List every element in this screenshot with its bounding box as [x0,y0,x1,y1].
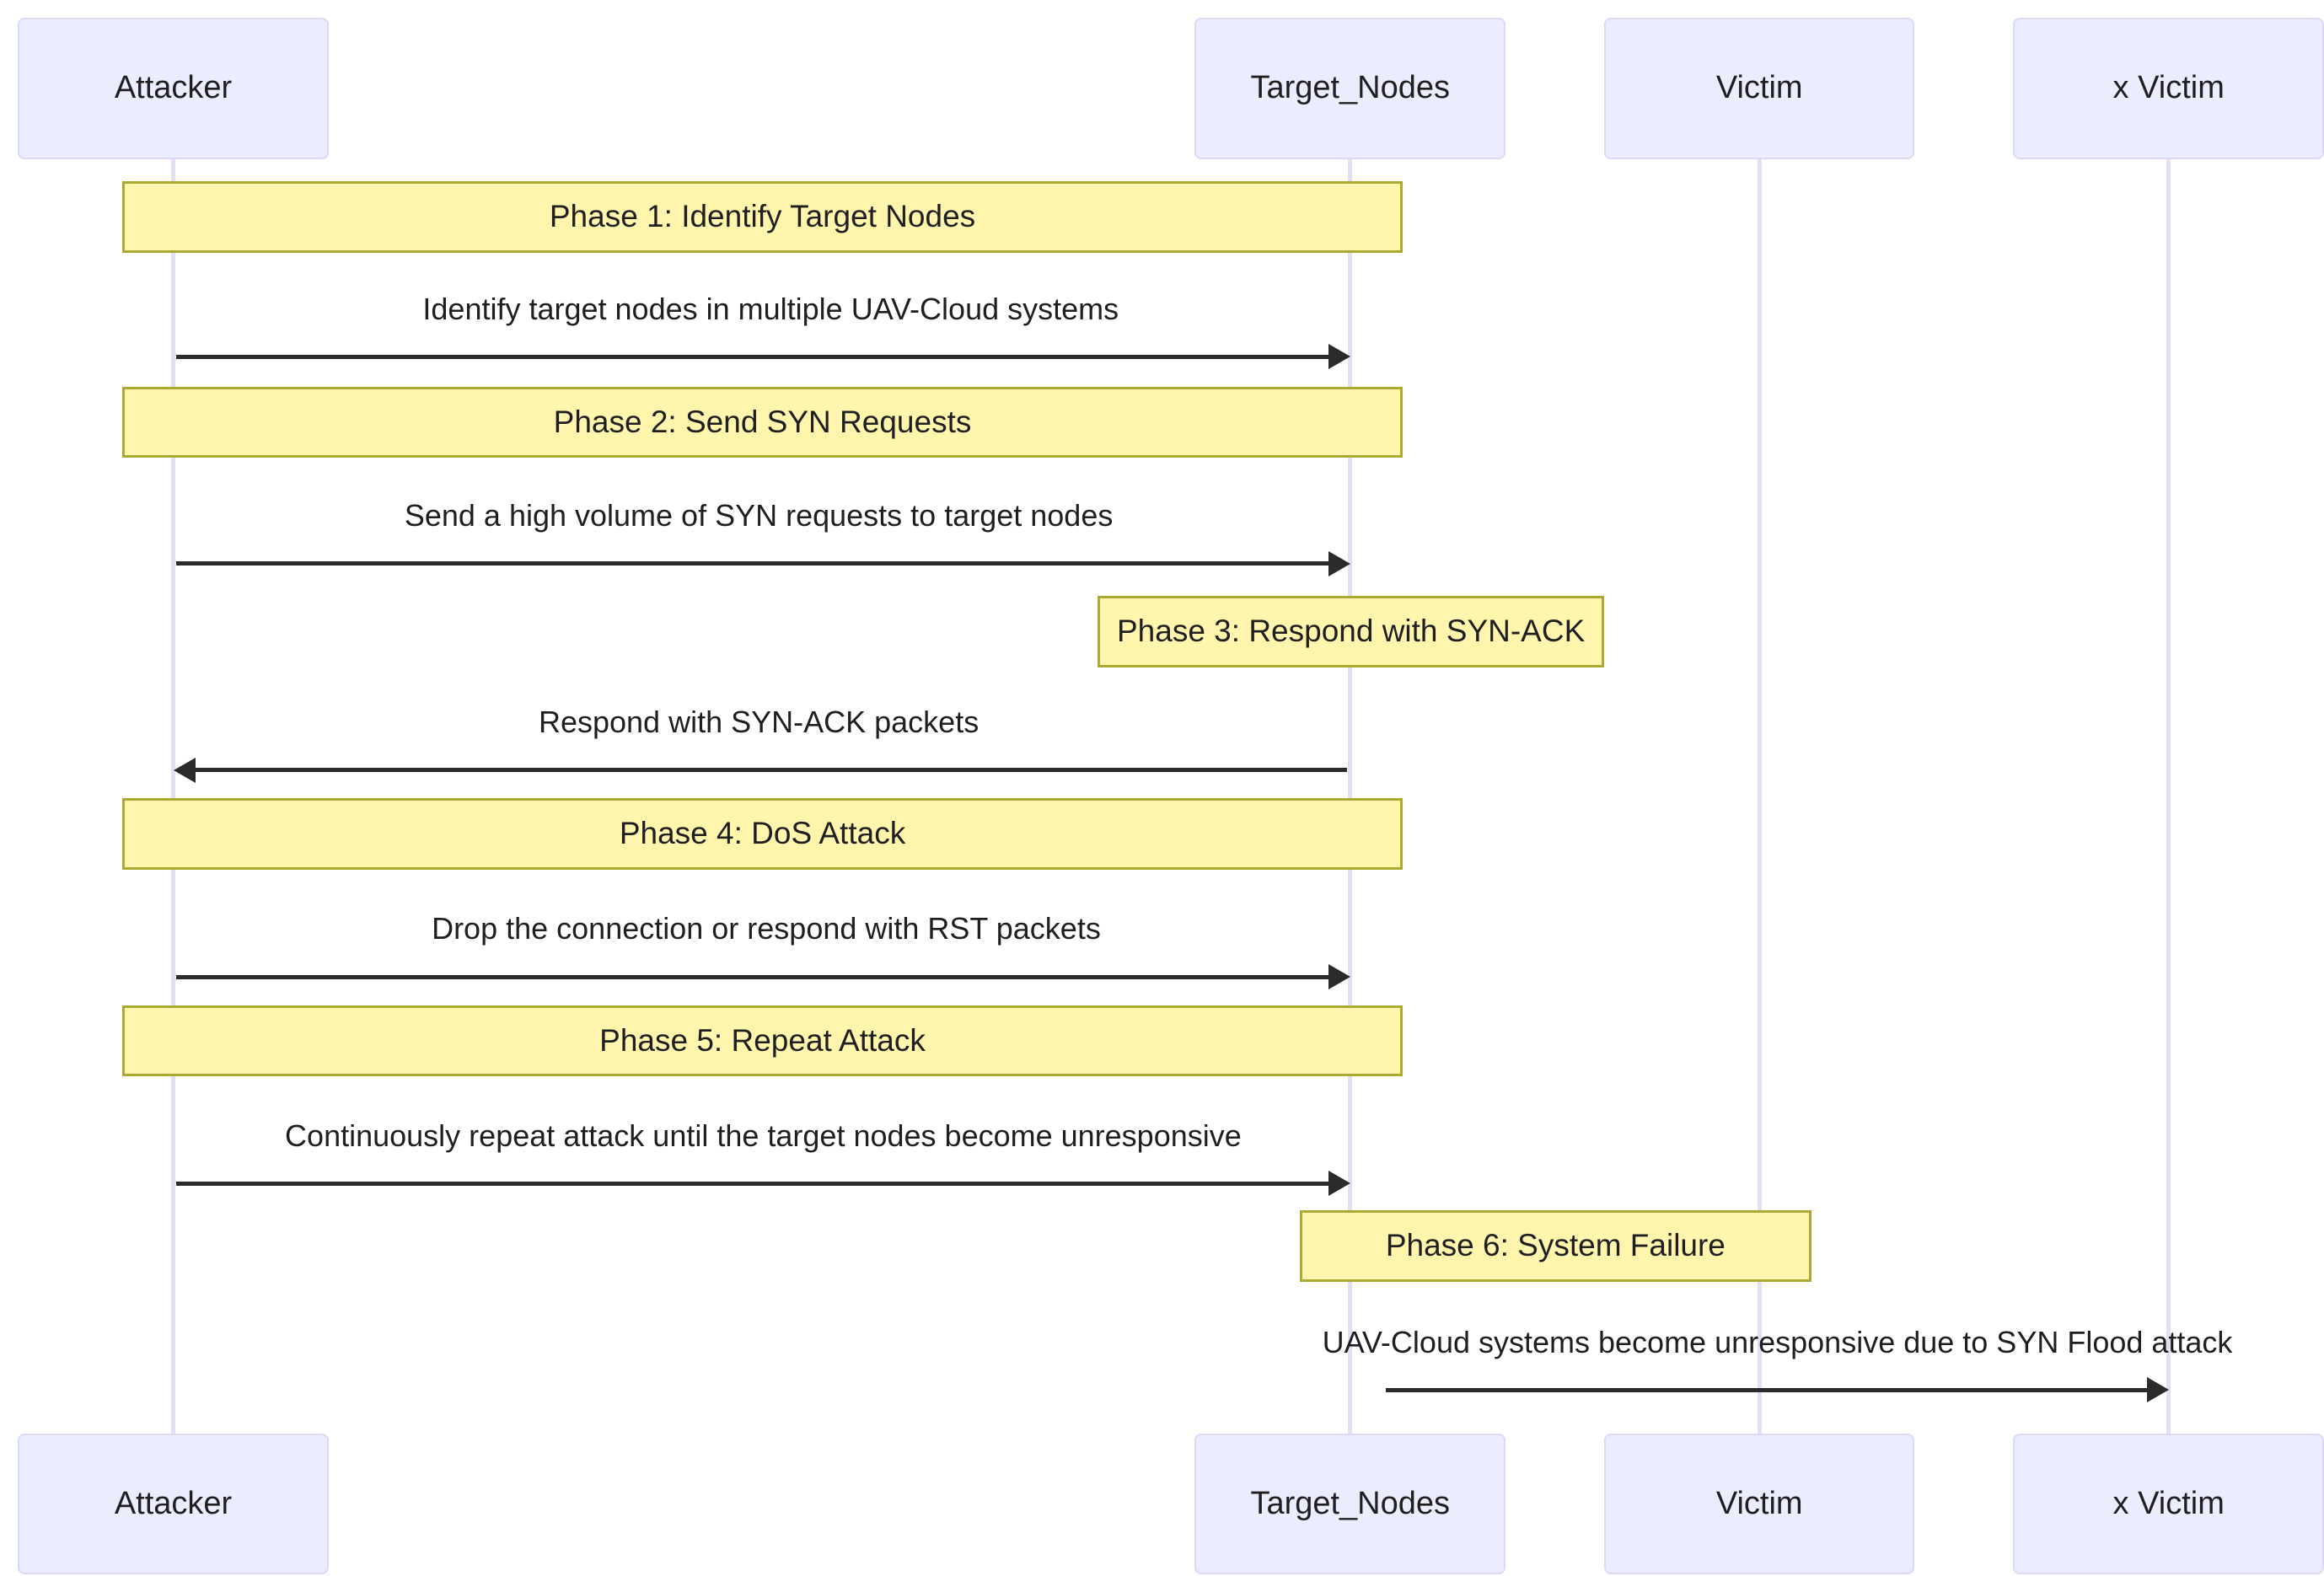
actor-label-attacker: Attacker [114,70,233,106]
message-label-msg-2: Send a high volume of SYN requests to ta… [404,497,1114,533]
actor-label-attacker: Attacker [114,1485,233,1521]
actor-label-victim: Victim [1715,1485,1803,1521]
note-phase-3[interactable]: Phase 3: Respond with SYN-ACK [1098,596,1604,668]
arrowhead-right-msg-1 [1328,344,1350,370]
note-phase-4[interactable]: Phase 4: DoS Attack [122,798,1403,871]
message-line-msg-6 [1386,1387,2147,1392]
actor-box-attacker-bottom[interactable]: Attacker [18,1433,329,1575]
message-line-msg-1 [176,354,1328,359]
actor-box-x_victim-bottom[interactable]: x Victim [2013,1433,2324,1575]
message-label-msg-3: Respond with SYN-ACK packets [538,705,980,740]
note-phase-1[interactable]: Phase 1: Identify Target Nodes [122,181,1403,253]
message-line-msg-5 [176,1181,1328,1186]
message-label-msg-5: Continuously repeat attack until the tar… [285,1118,1242,1153]
arrowhead-right-msg-2 [1328,550,1350,576]
actor-box-x_victim-top[interactable]: x Victim [2013,18,2324,159]
arrowhead-right-msg-4 [1328,964,1350,990]
actor-label-target_nodes: Target_Nodes [1250,1485,1451,1521]
message-line-msg-4 [176,974,1328,979]
lifeline-x_victim [2166,158,2171,1434]
arrowhead-left-msg-3 [173,757,196,783]
lifeline-attacker [170,158,175,1434]
note-label-phase-1: Phase 1: Identify Target Nodes [549,199,976,234]
actor-label-x_victim: x Victim [2112,1485,2225,1521]
note-phase-2[interactable]: Phase 2: Send SYN Requests [122,386,1403,458]
actor-box-victim-bottom[interactable]: Victim [1603,1433,1915,1575]
note-label-phase-2: Phase 2: Send SYN Requests [553,404,972,439]
actor-box-target_nodes-top[interactable]: Target_Nodes [1194,18,1506,159]
lifeline-victim [1757,158,1762,1434]
actor-box-victim-top[interactable]: Victim [1603,18,1915,159]
message-line-msg-2 [176,561,1328,566]
actor-box-target_nodes-bottom[interactable]: Target_Nodes [1194,1433,1506,1575]
note-label-phase-6: Phase 6: System Failure [1385,1228,1726,1263]
message-label-msg-6: UAV-Cloud systems become unresponsive du… [1322,1324,2233,1359]
actor-box-attacker-top[interactable]: Attacker [18,18,329,159]
message-label-msg-1: Identify target nodes in multiple UAV-Cl… [422,291,1119,326]
lifeline-target_nodes [1348,158,1353,1434]
actor-label-x_victim: x Victim [2112,70,2225,106]
note-phase-6[interactable]: Phase 6: System Failure [1299,1210,1812,1282]
note-label-phase-3: Phase 3: Respond with SYN-ACK [1116,614,1586,649]
note-label-phase-4: Phase 4: DoS Attack [619,816,906,851]
actor-label-victim: Victim [1715,70,1803,106]
note-label-phase-5: Phase 5: Repeat Attack [599,1022,926,1058]
arrowhead-right-msg-6 [2146,1377,2169,1403]
arrowhead-right-msg-5 [1328,1171,1350,1197]
actor-label-target_nodes: Target_Nodes [1250,70,1451,106]
message-line-msg-3 [195,768,1348,773]
note-phase-5[interactable]: Phase 5: Repeat Attack [122,1005,1403,1077]
message-label-msg-4: Drop the connection or respond with RST … [432,911,1101,946]
